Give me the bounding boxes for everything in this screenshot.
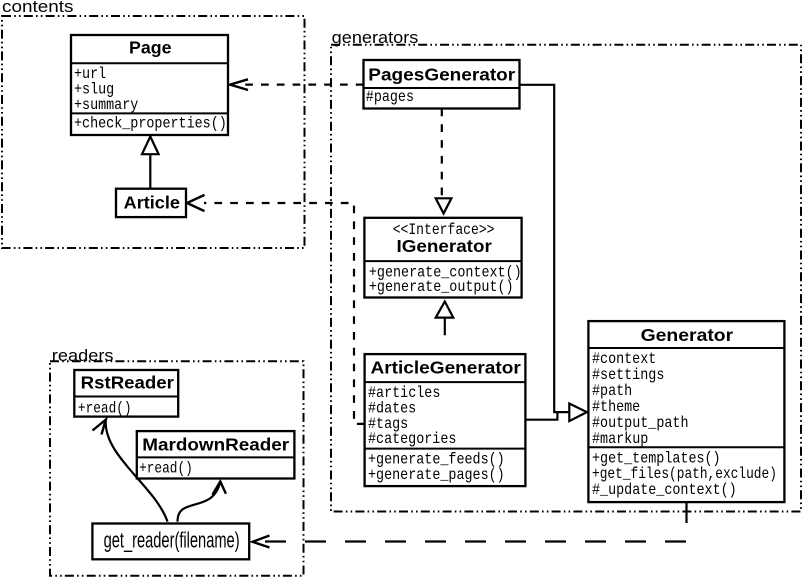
svg-text:+generate_pages(): +generate_pages() [368, 466, 505, 484]
svg-text:Page: Page [129, 38, 172, 58]
svg-text:#path: #path [592, 382, 632, 400]
svg-text:#theme: #theme [592, 398, 640, 416]
svg-text:IGenerator: IGenerator [397, 236, 492, 256]
svg-text:ArticleGenerator: ArticleGenerator [371, 358, 521, 378]
svg-text:+get_templates(): +get_templates() [592, 449, 721, 467]
svg-text:#tags: #tags [368, 415, 408, 433]
svg-text:+generate_output(): +generate_output() [369, 278, 514, 296]
svg-text:#dates: #dates [368, 400, 416, 418]
svg-text:RstReader: RstReader [81, 373, 174, 393]
svg-text:contents: contents [2, 0, 73, 16]
svg-text:#context: #context [592, 350, 656, 368]
svg-text:+read(): +read() [139, 460, 193, 478]
svg-text:<<Interface>>: <<Interface>> [393, 221, 495, 239]
svg-text:+read(): +read() [78, 399, 132, 417]
svg-text:Article: Article [124, 193, 180, 213]
svg-text:+url: +url [74, 65, 106, 83]
svg-text:+check_properties(): +check_properties() [74, 115, 227, 133]
svg-text:#articles: #articles [368, 384, 440, 402]
svg-text:+get_files(path,exclude): +get_files(path,exclude) [592, 465, 777, 483]
svg-text:#categories: #categories [368, 430, 456, 448]
svg-text:+summary: +summary [74, 96, 138, 114]
svg-text:get_reader(filename): get_reader(filename) [104, 527, 240, 552]
svg-text:#output_path: #output_path [592, 414, 689, 432]
svg-text:generators: generators [332, 29, 419, 47]
svg-text:MardownReader: MardownReader [142, 435, 289, 455]
svg-text:readers: readers [52, 347, 114, 365]
svg-text:PagesGenerator: PagesGenerator [368, 65, 515, 85]
svg-text:Generator: Generator [641, 325, 734, 345]
svg-text:#settings: #settings [592, 366, 664, 384]
svg-text:#_update_context(): #_update_context() [592, 481, 737, 499]
svg-text:#markup: #markup [592, 430, 648, 448]
svg-text:+generate_context(): +generate_context() [369, 263, 522, 281]
svg-text:+generate_feeds(): +generate_feeds() [368, 450, 505, 468]
svg-text:#pages: #pages [366, 88, 414, 106]
svg-text:+slug: +slug [74, 80, 114, 98]
